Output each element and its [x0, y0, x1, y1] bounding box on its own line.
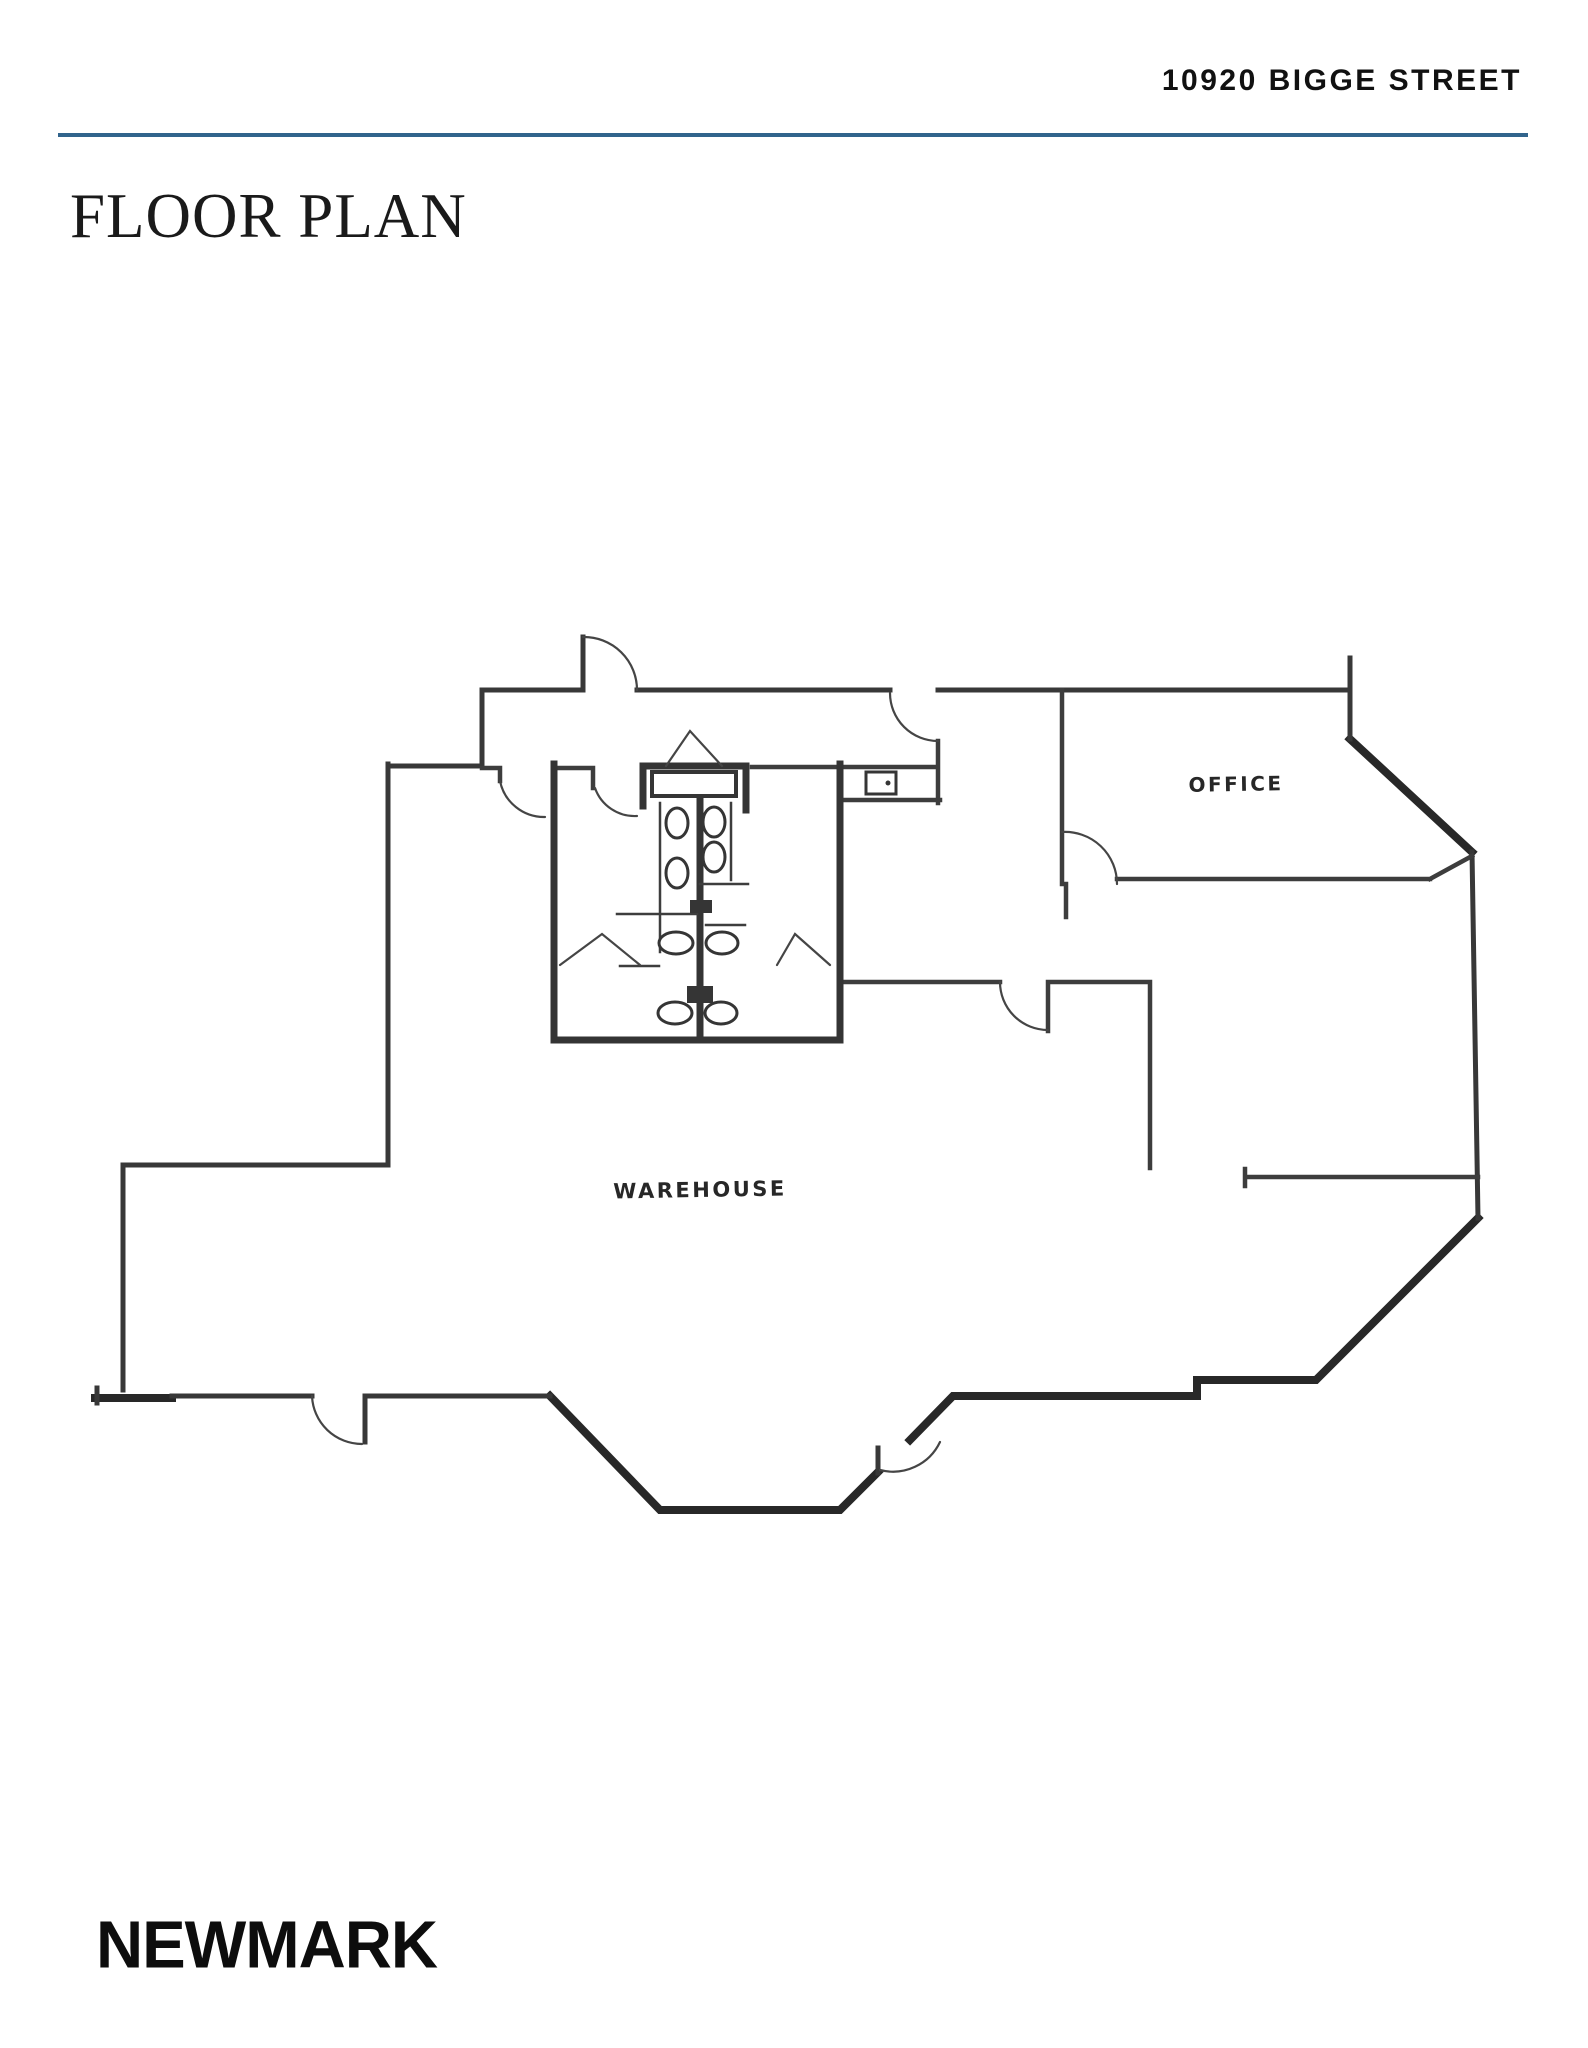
plumbing-fixture — [690, 900, 712, 913]
exterior-walls-heavy — [91, 733, 1484, 1514]
utility-closet-fixture — [864, 770, 898, 796]
warehouse-room-label: WAREHOUSE — [613, 1176, 787, 1203]
door-swing-arcs — [310, 635, 1119, 1473]
toilet-fixture — [701, 840, 727, 874]
plumbing-fixture — [687, 986, 713, 1003]
restroom-fixtures — [656, 805, 740, 1026]
sink-fixture — [704, 930, 740, 956]
interior-walls — [479, 687, 1481, 1189]
toilet-fixture — [664, 856, 690, 890]
sink-fixture — [703, 1000, 739, 1026]
restroom-core-walls — [550, 760, 844, 1044]
toilet-fixture — [701, 805, 727, 839]
brand-logo: NEWMARK — [96, 1907, 438, 1982]
sink-fixture — [657, 930, 695, 956]
utility-closet-dot — [885, 780, 891, 786]
header-address: 10920 BIGGE STREET — [1161, 64, 1522, 97]
floor-plan-drawing: OFFICE WAREHOUSE — [91, 634, 1484, 1514]
sink-fixture — [656, 1000, 694, 1026]
stall-partitions — [615, 801, 750, 968]
office-room-label: OFFICE — [1188, 771, 1284, 797]
exterior-walls — [94, 634, 1481, 1476]
restroom-vestibule — [650, 770, 738, 798]
page-title: FLOOR PLAN — [70, 181, 467, 251]
toilet-fixture — [664, 806, 690, 840]
header-divider-rule — [58, 133, 1528, 137]
